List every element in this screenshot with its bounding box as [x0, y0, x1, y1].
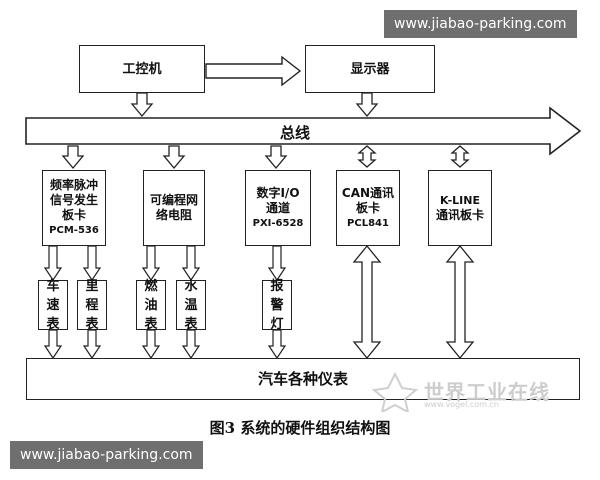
display-label: 显示器: [350, 61, 390, 77]
digital-io-line-2: 通道: [265, 200, 290, 215]
fuel-gauge-char-2: 油: [144, 297, 158, 313]
speedometer-char-2: 速: [46, 297, 60, 313]
watertemp-to-instruments-arrow: [181, 329, 201, 360]
fuel-gauge-char-1: 燃: [144, 278, 158, 294]
bus-to-resistor-arrow: [162, 145, 186, 170]
watermark-bottom: www.jiabao-parking.com: [10, 441, 203, 469]
bus-can-bidir-arrow: [357, 145, 377, 168]
water-temp-char-1: 水: [184, 278, 198, 294]
water-temp-gauge-box: 水 温 表: [176, 278, 206, 332]
alarm-lamp-char-1: 报: [270, 278, 284, 294]
ipc-to-bus-arrow: [130, 92, 154, 118]
bus-arrow: [25, 106, 582, 156]
speedometer-to-instruments-arrow: [43, 329, 63, 360]
odometer-box: 里 程 表: [77, 278, 107, 332]
figure-caption: 图3 系统的硬件组织结构图: [209, 419, 391, 437]
programmable-resistor-box: 可编程网 络电阻: [143, 170, 205, 246]
display-to-bus-arrow: [355, 92, 379, 118]
bus-kline-bidir-arrow: [450, 145, 470, 168]
speedometer-box: 车 速 表: [38, 278, 68, 332]
can-card-line-3: PCL841: [347, 217, 389, 229]
bus-label: 总线: [280, 124, 311, 142]
fuel-gauge-box: 燃 油 表: [136, 278, 166, 332]
ipc-box: 工控机: [79, 45, 205, 93]
freq-card-line-2: 信号发生: [49, 193, 98, 207]
freq-card-line-1: 频率脉冲: [49, 178, 98, 192]
watermark-top: www.jiabao-parking.com: [384, 10, 577, 38]
vehicle-instruments-box: 汽车各种仪表: [26, 358, 580, 400]
bus-to-freq-arrow: [61, 145, 85, 170]
digital-io-box: 数字I/O 通道 PXI-6528: [245, 170, 311, 246]
display-box: 显示器: [305, 45, 435, 93]
prog-resistor-line-1: 可编程网: [149, 193, 198, 207]
can-instruments-bidir-arrow: [352, 244, 382, 360]
freq-card-line-4: PCM-536: [49, 225, 99, 236]
logo-mark-icon: [372, 372, 418, 412]
fuel-to-instruments-arrow: [141, 329, 161, 360]
odometer-char-1: 里: [85, 278, 99, 294]
freq-to-odometer-arrow: [82, 245, 102, 282]
resistor-to-watertemp-arrow: [181, 245, 201, 282]
logo-text: 世界工业在线: [424, 380, 550, 404]
kline-card-box: K-LINE 通讯板卡: [428, 170, 492, 246]
speedometer-char-3: 表: [46, 316, 60, 332]
alarm-lamp-box: 报 警 灯: [262, 278, 292, 332]
digital-io-to-alarm-arrow: [267, 245, 287, 282]
vogel-logo: 世界工业在线 www.vogel.com.cn: [372, 370, 582, 416]
resistor-to-fuel-arrow: [141, 245, 161, 282]
digital-io-line-3: PXI-6528: [252, 217, 304, 229]
water-temp-char-2: 温: [184, 297, 198, 313]
speedometer-char-1: 车: [46, 278, 60, 294]
vehicle-instruments-label: 汽车各种仪表: [257, 369, 348, 388]
alarm-lamp-char-2: 警: [270, 297, 284, 313]
freq-pulse-card-box: 频率脉冲 信号发生 板卡 PCM-536: [42, 170, 106, 246]
odometer-to-instruments-arrow: [82, 329, 102, 360]
odometer-char-3: 表: [85, 316, 99, 332]
kline-instruments-bidir-arrow: [445, 244, 475, 360]
freq-to-speedometer-arrow: [43, 245, 63, 282]
logo-subtext: www.vogel.com.cn: [424, 400, 499, 409]
bus-to-digital-io-arrow: [264, 145, 288, 170]
alarm-to-instruments-arrow: [267, 329, 287, 360]
freq-card-line-3: 板卡: [61, 208, 86, 222]
kline-card-line-2: 通讯板卡: [435, 208, 484, 222]
alarm-lamp-char-3: 灯: [270, 316, 284, 332]
digital-io-line-1: 数字I/O: [256, 185, 300, 200]
ipc-to-display-arrow: [205, 55, 302, 87]
can-card-line-1: CAN通讯: [341, 185, 395, 200]
prog-resistor-line-2: 络电阻: [155, 208, 192, 222]
fuel-gauge-char-3: 表: [144, 316, 158, 332]
water-temp-char-3: 表: [184, 316, 198, 332]
ipc-label: 工控机: [122, 61, 162, 77]
kline-card-line-1: K-LINE: [440, 194, 480, 207]
can-card-line-2: 板卡: [355, 200, 380, 215]
can-card-box: CAN通讯 板卡 PCL841: [336, 170, 400, 246]
odometer-char-2: 程: [85, 297, 99, 313]
